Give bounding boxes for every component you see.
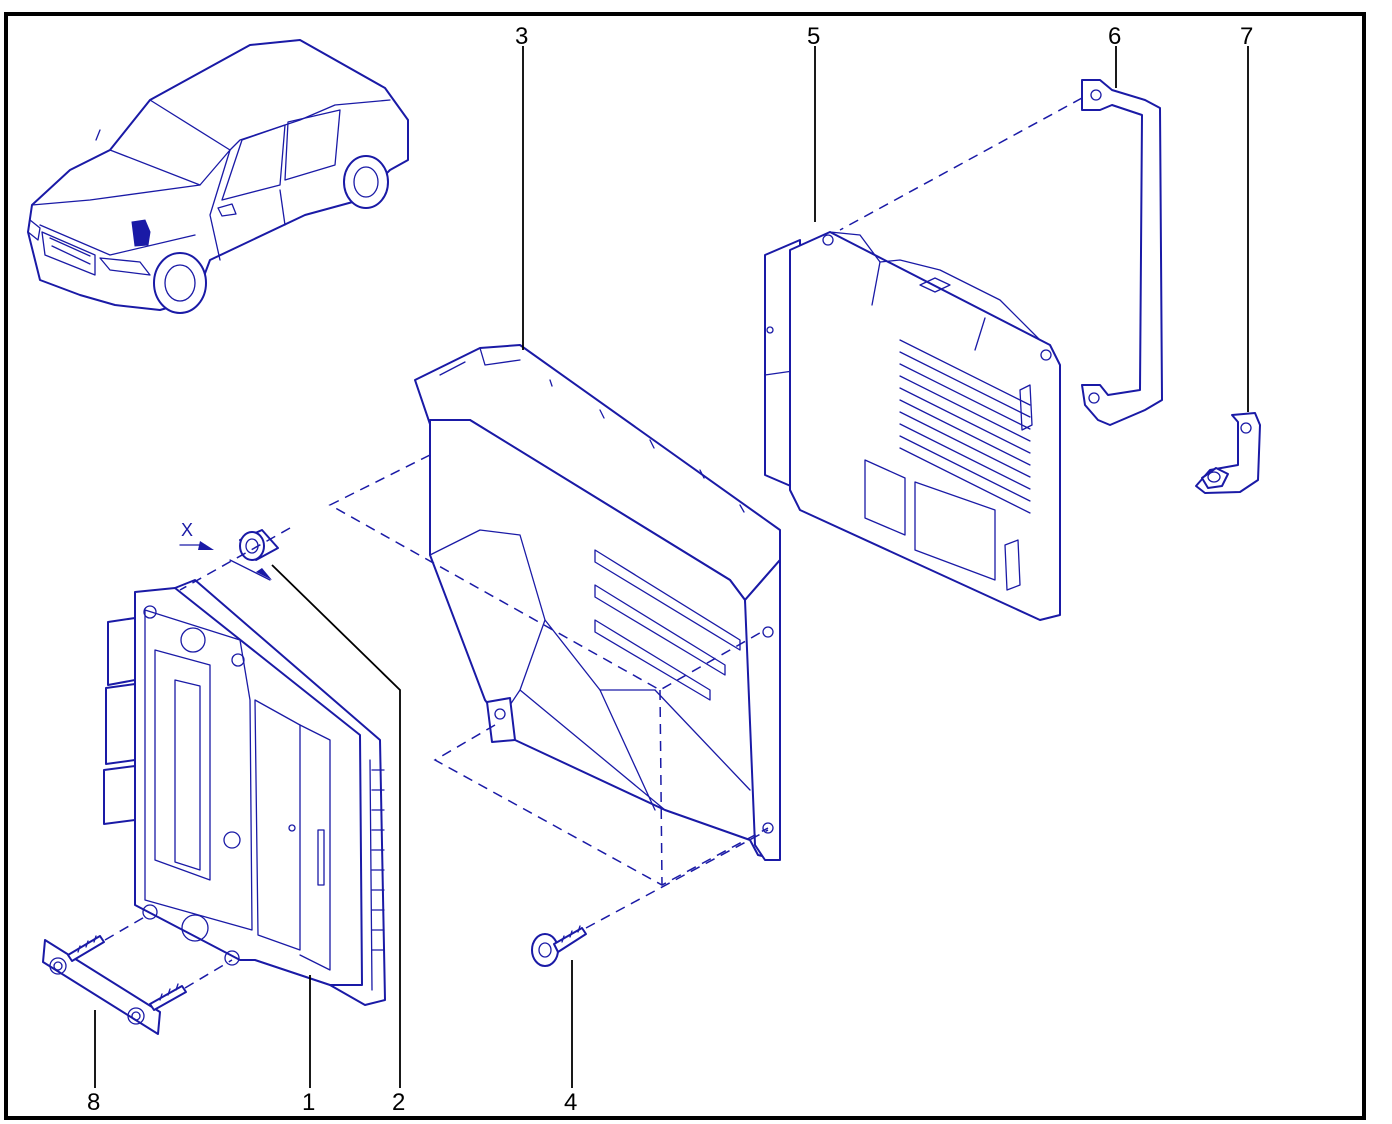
callout-7: 7 [1240, 23, 1253, 50]
ecu-unit-1 [103, 579, 386, 1006]
callout-3: 3 [515, 23, 528, 50]
callout-numbers: 3 5 6 7 8 1 2 4 [87, 23, 1253, 1116]
dimension-label: X [181, 520, 193, 540]
callout-1: 1 [302, 1089, 315, 1116]
ecu-unit-5 [764, 231, 1061, 621]
diagram-frame [4, 12, 1366, 1120]
screw-4 [531, 925, 587, 967]
callout-8: 8 [87, 1089, 100, 1116]
retaining-strap-6 [1081, 79, 1163, 426]
alignment-lines [104, 97, 1083, 989]
clip-7 [1195, 412, 1261, 494]
callout-4: 4 [564, 1089, 577, 1116]
fixing-plate-8 [42, 935, 187, 1035]
leader-lines [94, 46, 1249, 1088]
callout-5: 5 [807, 23, 820, 50]
mounting-bracket-3 [414, 344, 781, 861]
callout-6: 6 [1108, 23, 1121, 50]
car-locator-icon [27, 39, 409, 314]
dimension-x: X [179, 520, 272, 581]
callout-2: 2 [392, 1089, 405, 1116]
